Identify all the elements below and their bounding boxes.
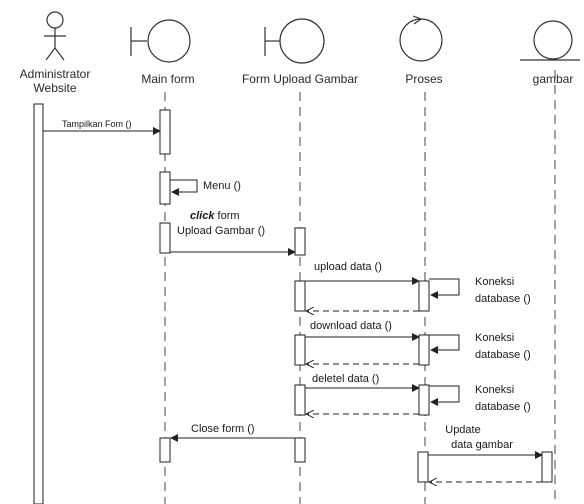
msg-koneksi1-line1: Koneksi: [475, 276, 514, 288]
main-form-label: Main form: [141, 72, 194, 86]
activation-proses-1: [418, 280, 430, 312]
actor-icon: [44, 11, 66, 61]
msg-click-italic: click: [190, 210, 215, 222]
msg-koneksi1-arrow: [429, 278, 460, 299]
msg-click-rest: form: [214, 210, 239, 222]
msg-close-form-label: Close form (): [191, 423, 255, 435]
msg-tampilkan-label: Tampilkan Fom (): [62, 119, 132, 129]
msg-menu-label: Menu (): [203, 180, 241, 192]
proses-label: Proses: [405, 72, 442, 86]
activation-main-2: [159, 171, 171, 205]
activation-upload-2: [294, 280, 306, 312]
actor-label-line1: Administrator: [20, 67, 91, 81]
activation-upload-3: [294, 334, 306, 366]
activations: [33, 103, 553, 504]
msg-koneksi3-arrow: [429, 385, 460, 406]
control-icon-proses: [399, 15, 443, 62]
activation-main-4: [159, 437, 171, 463]
msg-upload-data-label: upload data (): [314, 261, 382, 273]
activation-proses-4: [417, 451, 429, 483]
activation-actor: [33, 103, 44, 504]
msg-koneksi2-line1: Koneksi: [475, 332, 514, 344]
activation-main-1: [159, 109, 171, 155]
activation-upload-1: [294, 227, 306, 256]
msg-download-data-label: download data (): [310, 320, 392, 332]
msg-koneksi3-line2: database (): [475, 401, 531, 413]
boundary-icon-form-upload: [264, 18, 325, 64]
msg-koneksi2-arrow: [429, 334, 460, 354]
activation-proses-3: [418, 384, 430, 416]
activation-gambar-1: [541, 451, 553, 483]
msg-update-line1: Update: [445, 424, 480, 436]
msg-upload-gambar-label: Upload Gambar (): [177, 225, 265, 237]
actor-label-line2: Website: [33, 81, 76, 95]
form-upload-label: Form Upload Gambar: [242, 72, 358, 86]
msg-koneksi2-line2: database (): [475, 349, 531, 361]
boundary-icon-main-form: [130, 19, 191, 63]
lifelines: [164, 70, 556, 504]
msg-koneksi1-line2: database (): [475, 293, 531, 305]
activation-upload-4: [294, 384, 306, 416]
activation-main-3: [159, 222, 171, 254]
entity-icon-gambar: [520, 20, 580, 61]
msg-koneksi3-line1: Koneksi: [475, 384, 514, 396]
activation-upload-5: [294, 437, 306, 463]
gambar-label: gambar: [533, 72, 574, 86]
msg-deletel-data-label: deletel data (): [312, 373, 379, 385]
msg-update-line2: data gambar: [451, 439, 513, 451]
msg-menu-arrow: [170, 179, 198, 196]
msg-click-label: click form: [190, 210, 240, 222]
activation-proses-2: [418, 334, 430, 366]
